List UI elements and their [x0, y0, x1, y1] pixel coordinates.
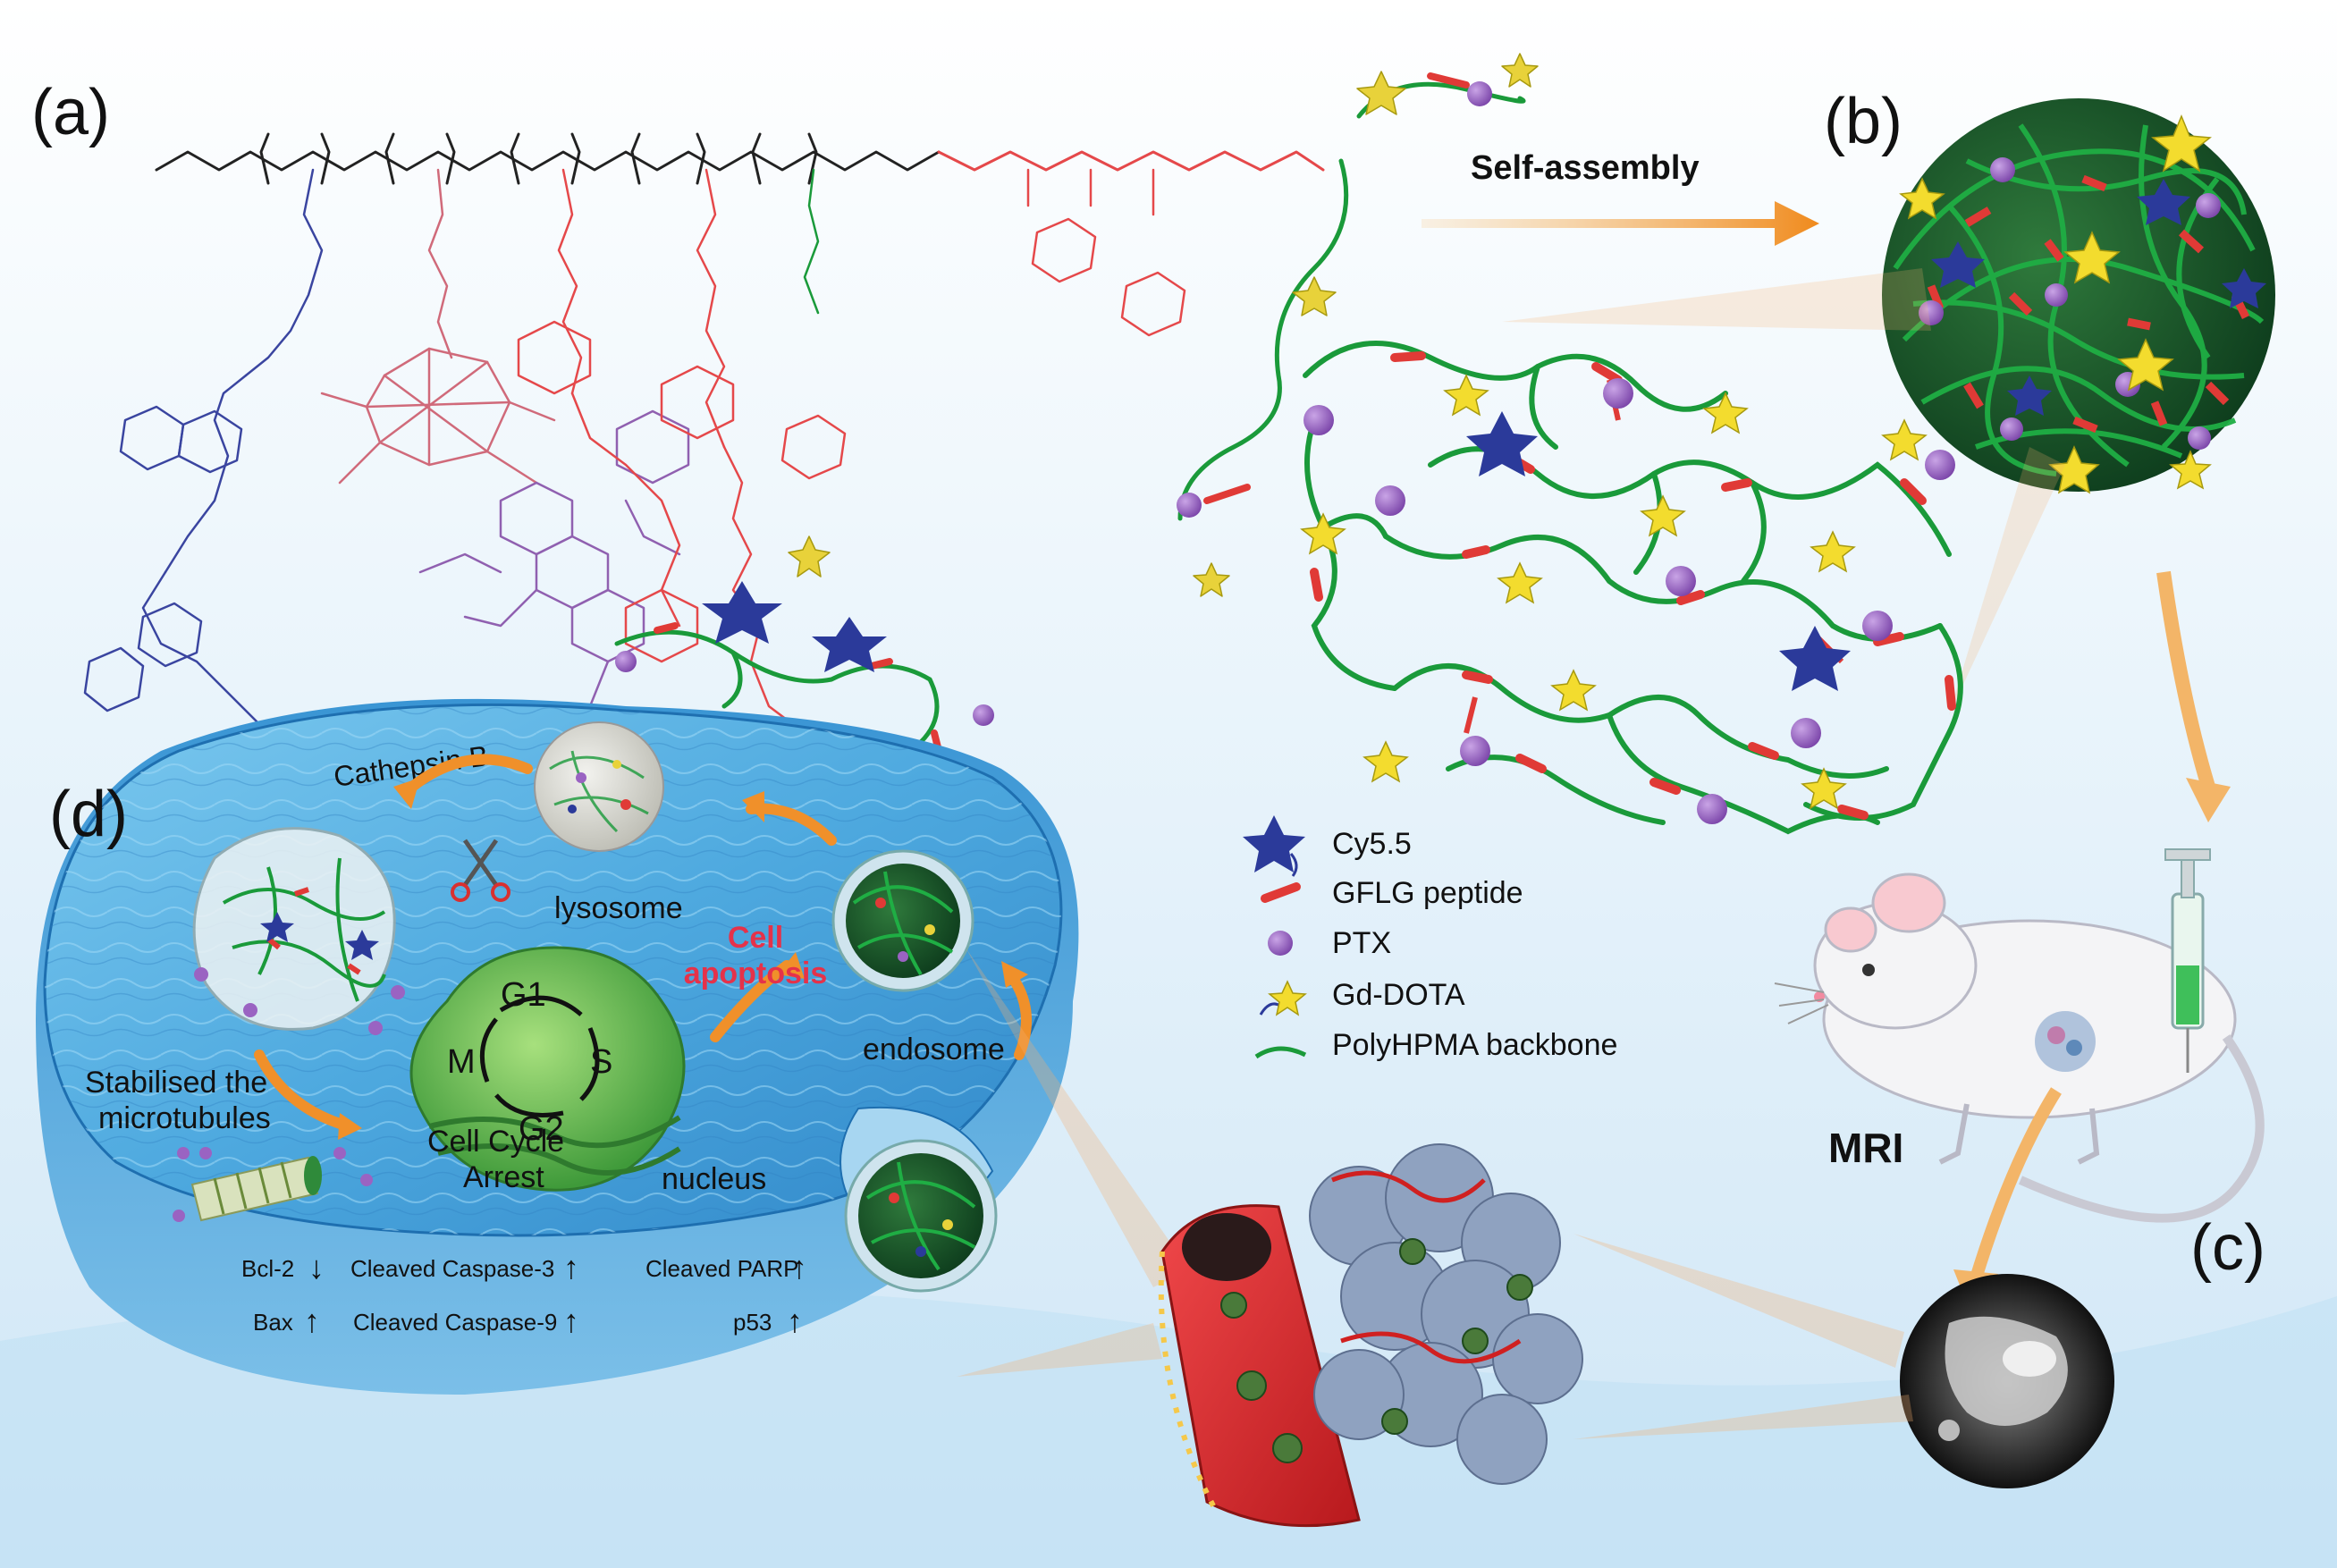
legend-item: Gd-DOTA — [1259, 978, 1465, 1016]
cell-arrowheads — [338, 778, 1028, 1140]
polymer-network — [1300, 341, 1963, 835]
marker-arrow: ↑ — [304, 1302, 320, 1339]
microtubule — [173, 1147, 373, 1222]
cell-cycle-arrest-line2: Arrest — [463, 1160, 544, 1194]
mri-label: MRI — [1828, 1125, 1903, 1171]
legend: Cy5.5 GFLG peptide PTX Gd-DOTA PolyHPMA … — [1243, 815, 1617, 1062]
zoom-ray-bottom — [1949, 447, 2065, 715]
nucleus: G1 S G2 M — [409, 946, 686, 1192]
marker-label: Bax — [253, 1309, 293, 1336]
syringe — [2164, 848, 2211, 1073]
zoom-ray-top — [1502, 268, 1931, 331]
marker-label: Cleaved Caspase-9 — [353, 1309, 557, 1336]
sphere-icon — [1268, 931, 1293, 956]
apoptosis-label-1: Cell — [728, 921, 783, 955]
marker-arrow: ↑ — [787, 1302, 803, 1339]
legend-label: GFLG peptide — [1332, 876, 1523, 910]
marker-label: p53 — [733, 1309, 772, 1336]
legend-label: PolyHPMA backbone — [1332, 1028, 1617, 1062]
legend-label: Gd-DOTA — [1332, 978, 1465, 1012]
scissors-icon — [451, 839, 510, 902]
panel-label-c: (c) — [2190, 1212, 2265, 1284]
endosome-top — [831, 849, 974, 992]
zoom-ray-mri-bottom — [1573, 1395, 1913, 1439]
zoom-ray-cell-bottom — [957, 1323, 1162, 1377]
microtubules-label-1: Stabilised the — [85, 1066, 267, 1100]
tumor-vessel — [1158, 1143, 1583, 1528]
nucleus-label: nucleus — [662, 1162, 766, 1196]
microtubules-label-2: microtubules — [98, 1101, 271, 1135]
degraded-lysosome — [192, 827, 405, 1035]
zoom-ray-cell — [966, 948, 1189, 1287]
cell-cycle-arrest-line1: Cell Cycle — [427, 1125, 564, 1159]
cycle-m: M — [447, 1043, 476, 1081]
curve-icon — [1254, 1046, 1307, 1059]
marker-label: Cleaved PARP — [645, 1255, 799, 1282]
panel-label-b: (b) — [1824, 86, 1903, 157]
endosome-label: endosome — [863, 1033, 1005, 1066]
cycle-g2: G2 — [519, 1110, 564, 1148]
legend-label: Cy5.5 — [1332, 827, 1412, 861]
cell-process-arrows — [254, 754, 1032, 1132]
apoptosis-label-2: apoptosis — [684, 957, 828, 991]
cycle-g1: G1 — [501, 976, 546, 1014]
marker-arrow: ↑ — [563, 1249, 579, 1286]
zoom-ray-mri — [1573, 1234, 1904, 1368]
self-assembly-arrow — [1422, 201, 1819, 246]
legend-item: PTX — [1268, 926, 1391, 960]
marker-label: Cleaved Caspase-3 — [350, 1255, 554, 1282]
legend-item: GFLG peptide — [1261, 876, 1523, 910]
self-assembly-label: Self-assembly — [1471, 149, 1700, 187]
mri-image — [1900, 1274, 2114, 1488]
marker-arrow: ↑ — [791, 1249, 807, 1286]
panel-label-a: (a) — [31, 77, 110, 148]
flow-arrowhead — [2186, 778, 2231, 822]
legend-label: PTX — [1332, 926, 1391, 960]
marker-arrow: ↑ — [563, 1302, 579, 1339]
lysosome — [534, 721, 664, 852]
marker-arrow: ↓ — [308, 1249, 325, 1286]
dash-icon — [1261, 882, 1301, 903]
flow-arrow-to-mouse — [2156, 570, 2215, 789]
marker-label: Bcl-2 — [241, 1255, 294, 1282]
marker-list: Bcl-2 ↓ Cleaved Caspase-3 ↑ Cleaved PARP… — [241, 1249, 807, 1339]
panel-label-d: (d) — [49, 779, 128, 850]
endosome-bottom — [844, 1139, 998, 1293]
flow-arrow-to-mri — [1970, 1087, 2062, 1281]
star-icon — [1243, 815, 1305, 873]
legend-item: PolyHPMA backbone — [1254, 1028, 1617, 1062]
legend-item: Cy5.5 — [1243, 815, 1412, 877]
sparkle-icon — [1268, 980, 1307, 1016]
lysosome-label: lysosome — [554, 891, 683, 925]
mouse — [1774, 873, 2265, 1223]
cycle-s: S — [590, 1043, 612, 1081]
nanoparticle — [1881, 98, 2275, 494]
